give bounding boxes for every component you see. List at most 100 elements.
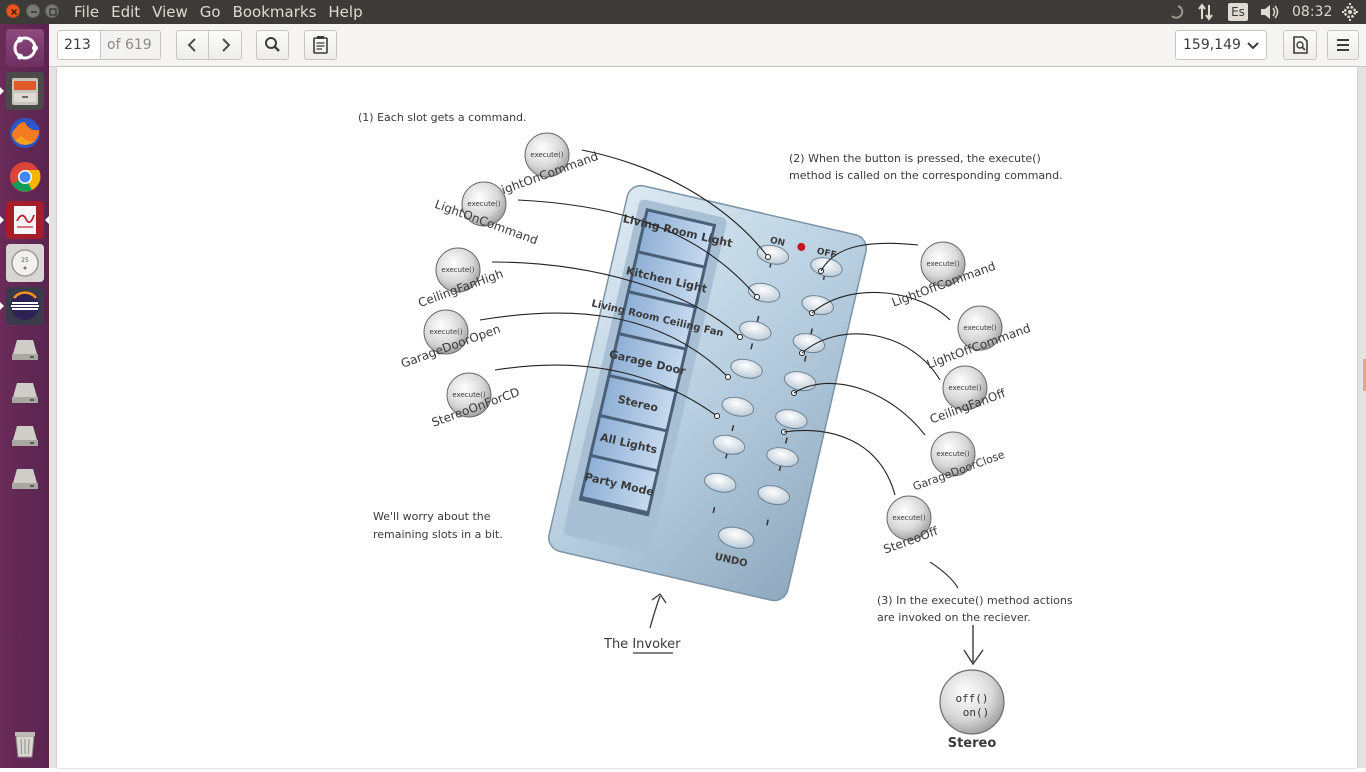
menu-edit[interactable]: Edit xyxy=(111,3,141,21)
svg-text:execute(): execute() xyxy=(963,324,996,332)
page-number-input[interactable] xyxy=(57,30,101,60)
maximize-window-button[interactable] xyxy=(45,4,59,18)
annotation-icon xyxy=(1293,36,1308,54)
launcher-files-button[interactable] xyxy=(6,72,44,110)
undo-button[interactable] xyxy=(716,524,756,552)
keyboard-icon[interactable]: Es xyxy=(1228,3,1248,21)
launcher-dash-button[interactable] xyxy=(6,29,44,67)
svg-text:execute(): execute() xyxy=(936,450,969,458)
clipboard-icon xyxy=(313,36,328,54)
on-button[interactable] xyxy=(703,470,738,495)
next-page-button[interactable] xyxy=(208,30,242,60)
launcher: 25 xyxy=(0,24,50,768)
off-button[interactable] xyxy=(765,445,800,470)
svg-text:execute(): execute() xyxy=(926,260,959,268)
launcher-drive-3-button[interactable] xyxy=(6,416,44,454)
command-object: execute() CeilingFanHigh xyxy=(416,247,505,310)
hard-drive-icon xyxy=(12,383,38,403)
left-command-objects: execute() LightOnCommand execute() Light… xyxy=(399,132,600,430)
hard-drive-icon xyxy=(12,340,38,360)
viewer-toolbar: of 619 159,149 xyxy=(49,24,1366,67)
chevron-left-icon xyxy=(187,38,196,52)
off-button[interactable] xyxy=(800,293,835,318)
ubuntu-logo-icon xyxy=(13,36,38,60)
svg-text:execute(): execute() xyxy=(467,200,500,208)
close-window-button[interactable] xyxy=(6,4,20,18)
on-button[interactable] xyxy=(720,394,755,419)
launcher-firefox-button[interactable] xyxy=(6,114,44,152)
network-transfer-icon[interactable] xyxy=(1197,0,1215,24)
running-indicator xyxy=(0,87,4,95)
minimize-window-button[interactable] xyxy=(26,4,40,18)
settings-gear-icon[interactable] xyxy=(1341,0,1359,24)
svg-text:execute(): execute() xyxy=(530,151,563,159)
off-button[interactable] xyxy=(791,331,826,356)
note-button-pressed-line1: (2) When the button is pressed, the exec… xyxy=(789,152,1041,165)
launcher-disk-usage-button[interactable]: 25 xyxy=(6,244,44,282)
previous-page-button[interactable] xyxy=(176,30,209,60)
launcher-trash-button[interactable] xyxy=(6,724,44,762)
command-object: execute() LightOffCommand xyxy=(890,241,997,310)
receiver-name: Stereo xyxy=(948,736,997,751)
keyboard-layout-label: Es xyxy=(1231,5,1245,19)
menu-go[interactable]: Go xyxy=(199,3,221,21)
svg-text:execute(): execute() xyxy=(948,384,981,392)
note-execute-actions-line1: (3) In the execute() method actions xyxy=(877,594,1073,607)
menu-bookmarks[interactable]: Bookmarks xyxy=(232,3,317,21)
menu-view[interactable]: View xyxy=(152,3,188,21)
launcher-document-viewer-button[interactable] xyxy=(6,201,44,239)
launcher-drive-4-button[interactable] xyxy=(6,459,44,497)
connector-dots xyxy=(714,254,824,435)
annotations-button[interactable] xyxy=(304,30,337,60)
launcher-eclipse-button[interactable] xyxy=(6,287,44,325)
arrow-to-receiver xyxy=(963,625,984,666)
on-button[interactable] xyxy=(755,242,790,267)
launcher-drive-2-button[interactable] xyxy=(6,373,44,411)
top-panel: File Edit View Go Bookmarks Help Es 08:32 xyxy=(0,0,1366,24)
search-button[interactable] xyxy=(256,30,289,60)
command-object: execute() LightOffCommand xyxy=(925,305,1032,372)
volume-icon[interactable] xyxy=(1259,0,1281,24)
spinner-icon xyxy=(1168,0,1184,24)
file-cabinet-icon xyxy=(12,78,38,105)
view-mode-button[interactable] xyxy=(1283,30,1317,60)
off-buttons xyxy=(756,257,843,508)
trash-icon xyxy=(15,732,35,758)
svg-text:execute(): execute() xyxy=(452,391,485,399)
close-icon xyxy=(11,9,17,15)
on-button[interactable] xyxy=(729,356,764,381)
minimize-icon xyxy=(31,11,37,13)
svg-text:execute(): execute() xyxy=(892,514,925,522)
scrollbar-position-marker[interactable] xyxy=(1363,359,1366,391)
off-button[interactable] xyxy=(774,407,809,432)
indicator-led xyxy=(797,242,806,251)
receiver-method-on: on() xyxy=(963,706,990,719)
document-area[interactable]: Living Room Light Kitchen Light Living R… xyxy=(49,67,1366,768)
on-button[interactable] xyxy=(711,432,746,457)
running-indicator xyxy=(0,302,4,310)
launcher-drive-1-button[interactable] xyxy=(6,330,44,368)
hamburger-menu-icon xyxy=(1337,39,1349,51)
menu-help[interactable]: Help xyxy=(328,3,363,21)
svg-text:execute(): execute() xyxy=(441,266,474,274)
receiver-object: off() on() Stereo xyxy=(939,669,1005,751)
arrow-to-remote xyxy=(649,593,667,629)
main-menu-button[interactable] xyxy=(1327,30,1359,60)
running-indicator xyxy=(0,216,4,224)
clock[interactable]: 08:32 xyxy=(1292,4,1333,20)
launcher-chrome-button[interactable] xyxy=(6,158,44,196)
off-button[interactable] xyxy=(756,483,791,508)
note-execute-actions-line2: are invoked on the reciever. xyxy=(877,611,1031,624)
note-remaining-slots-line2: remaining slots in a bit. xyxy=(373,528,503,541)
chrome-icon xyxy=(10,162,41,192)
zoom-select[interactable]: 159,149 xyxy=(1175,30,1267,60)
remote-control: Living Room Light Kitchen Light Living R… xyxy=(548,184,868,602)
menu-file[interactable]: File xyxy=(74,3,100,21)
command-object: execute() LightOnCommand xyxy=(493,132,600,199)
squiggle-line xyxy=(929,561,959,589)
page-total-label: of 619 xyxy=(101,30,161,60)
on-button[interactable] xyxy=(738,318,773,343)
right-connectors xyxy=(783,242,951,496)
hard-drive-icon xyxy=(12,426,38,446)
search-icon xyxy=(265,37,280,52)
